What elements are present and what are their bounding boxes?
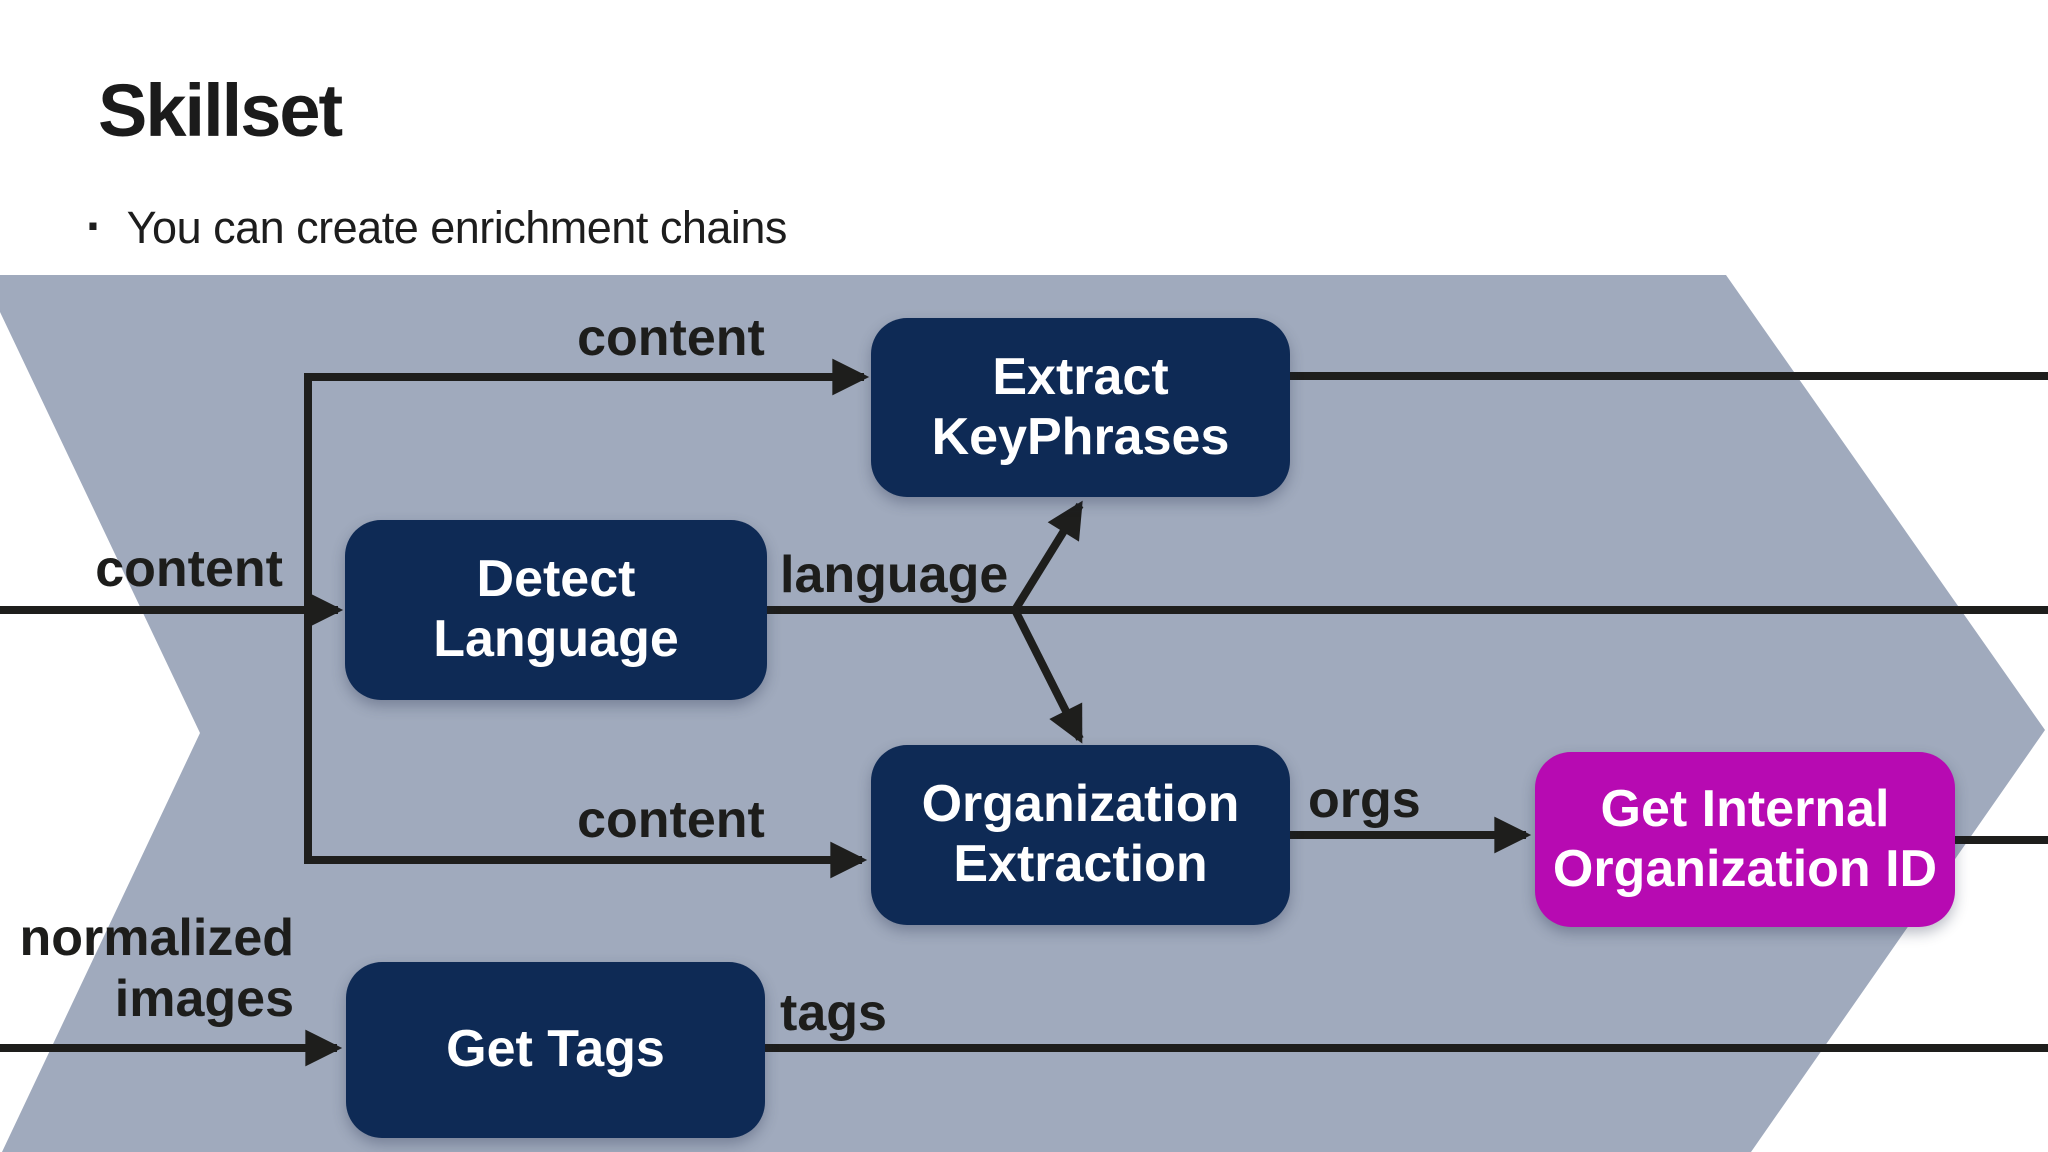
node-label-line: Extract: [992, 347, 1169, 406]
node-extract-keyphrases: Extract KeyPhrases: [871, 318, 1290, 497]
pipeline-chevron-shape: [0, 275, 2045, 1152]
edge-label-normalized-line1: normalized: [19, 909, 295, 967]
node-label-line: Detect: [476, 550, 636, 609]
edge-label-orgs: orgs: [1308, 771, 1421, 829]
node-get-internal-organization-id: Get Internal Organization ID: [1535, 752, 1955, 927]
node-label-line: Get Internal: [1600, 779, 1890, 838]
edge-label-normalized-images: normalized images: [20, 908, 295, 1030]
node-label-line: Organization: [921, 775, 1240, 834]
edge-label-tags: tags: [780, 984, 887, 1042]
node-label-line: Get Tags: [446, 1020, 665, 1079]
node-label-line: Extraction: [953, 835, 1208, 893]
node-label-line: Language: [433, 610, 679, 668]
node-detect-language: Detect Language: [345, 520, 767, 700]
node-label-line: KeyPhrases: [931, 407, 1230, 466]
edge-language-split-up: [1011, 500, 1084, 613]
edge-language-split-down: [1011, 608, 1084, 744]
edge-label-content-mid: content: [95, 540, 283, 598]
edge-label-normalized-line2: images: [114, 969, 294, 1028]
page-title: Skillset: [98, 69, 343, 152]
edge-label-content-bottom: content: [577, 791, 765, 849]
bullet-text: You can create enrichment chains: [126, 202, 788, 253]
node-get-tags: Get Tags: [346, 962, 765, 1138]
node-label-line: Organization ID: [1552, 839, 1938, 898]
bullet-item: · You can create enrichment chains: [86, 198, 787, 256]
bullet-marker: ·: [86, 198, 103, 254]
node-organization-extraction: Organization Extraction: [871, 745, 1290, 925]
edge-label-content-top: content: [577, 309, 765, 367]
edge-label-language: language: [780, 546, 1009, 604]
